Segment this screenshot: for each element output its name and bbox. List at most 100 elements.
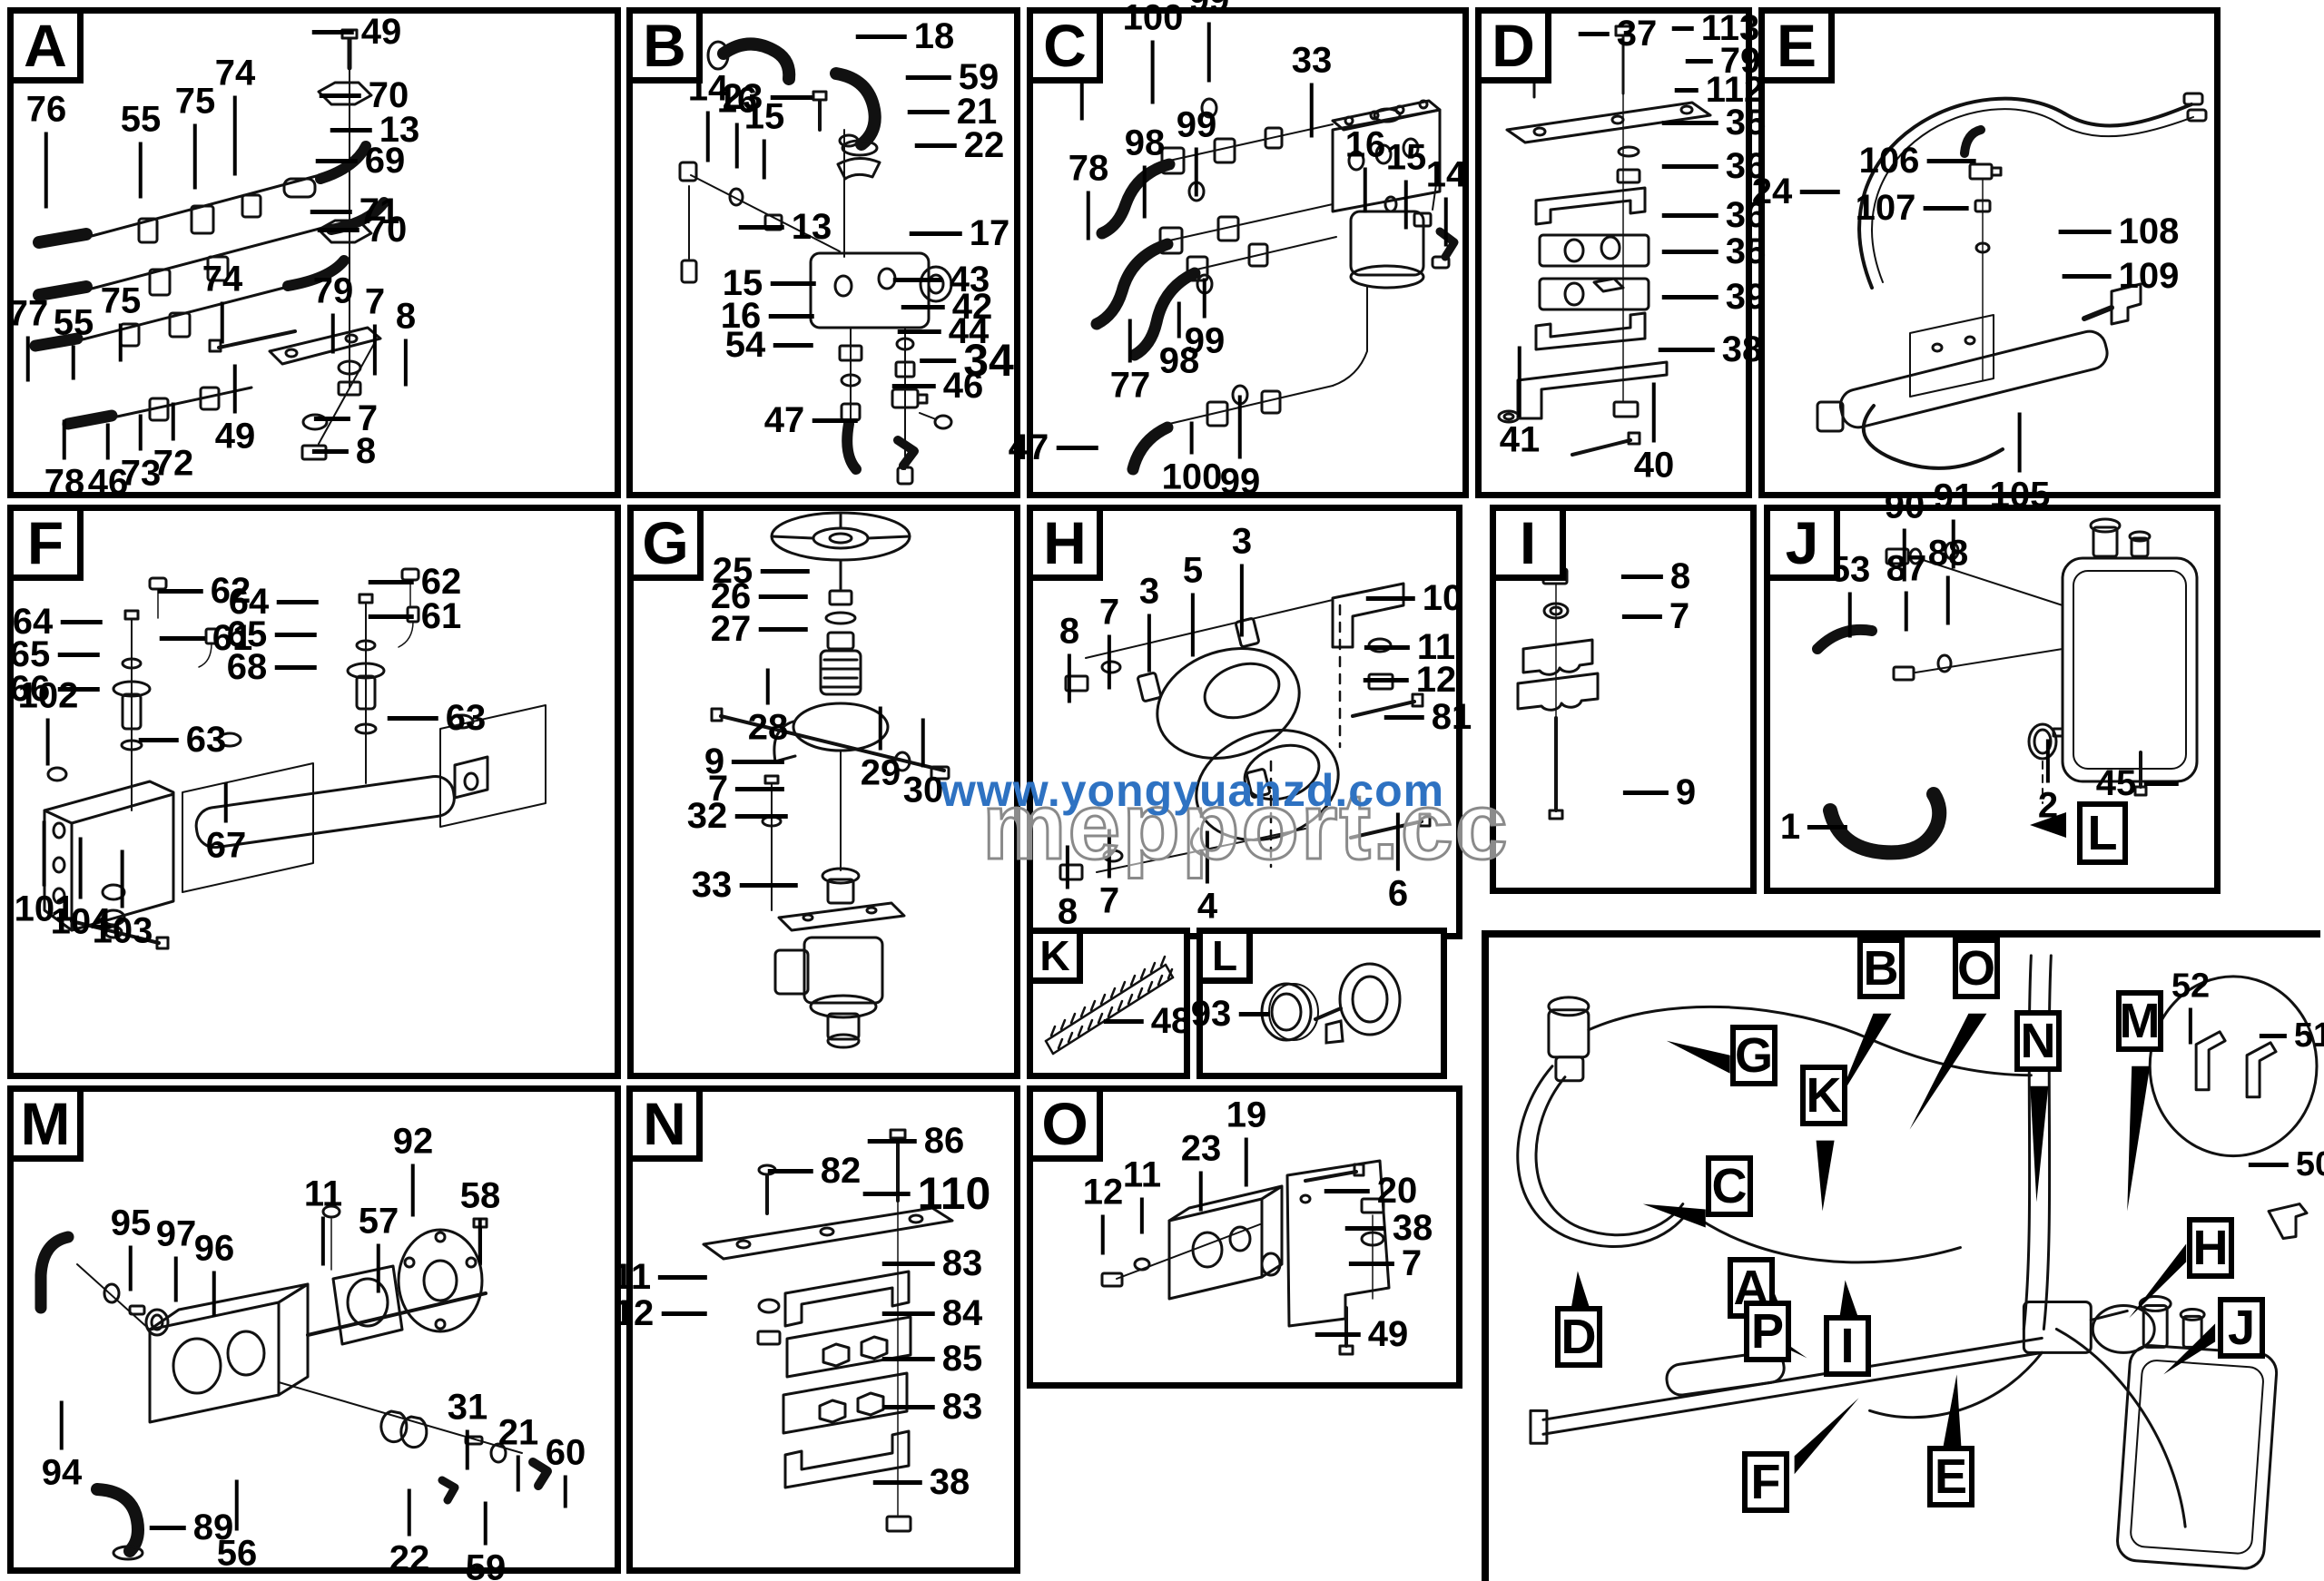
part-number: 62 — [420, 562, 462, 602]
assembly-ref-M: M — [2116, 990, 2163, 1052]
leader-line — [60, 619, 103, 624]
leader-line — [879, 706, 882, 751]
callout-85: 85 — [881, 1340, 982, 1377]
callout-47: 47 — [764, 402, 858, 438]
callout-7: 7 — [1621, 596, 1690, 636]
leader-line — [310, 209, 352, 214]
leader-line — [319, 93, 361, 98]
callout-88: 88 — [1928, 535, 1968, 625]
callout-17: 17 — [909, 215, 1009, 251]
part-number: 18 — [913, 16, 955, 56]
leader-line — [1578, 31, 1610, 36]
callout-40: 40 — [1634, 382, 1674, 484]
callout-105: 105 — [1990, 412, 2050, 514]
callout-98: 98 — [1125, 125, 1165, 219]
part-number: 23 — [1180, 1128, 1222, 1169]
panel-N-drawing — [702, 1128, 954, 1533]
part-number: 59 — [465, 1547, 507, 1581]
part-number: 103 — [92, 910, 153, 951]
callout-11: 11 — [613, 1259, 708, 1295]
callout-43: 43 — [892, 261, 990, 298]
leader-line — [315, 158, 358, 163]
leader-line — [484, 1501, 487, 1546]
panel-letter-J: J — [1764, 505, 1840, 581]
leader-line — [330, 127, 372, 133]
leader-line — [478, 1218, 482, 1264]
leader-line — [1404, 180, 1408, 230]
part-number: 15 — [743, 96, 785, 137]
leader-line — [1848, 592, 1852, 638]
leader-line — [317, 227, 359, 232]
part-number: 62 — [210, 571, 251, 611]
callout-59: 59 — [905, 59, 999, 95]
callout-74: 74 — [202, 261, 242, 344]
part-number: 101 — [14, 889, 75, 929]
callout-96: 96 — [194, 1231, 234, 1317]
leader-line — [758, 594, 808, 599]
panel-D-drawing — [1497, 25, 1712, 457]
callout-100: 100 — [1162, 421, 1222, 496]
part-number: 42 — [951, 287, 993, 327]
callout-99: 99 — [1177, 107, 1216, 197]
part-number: 34 — [963, 335, 1014, 386]
callout-16: 16 — [1345, 127, 1385, 213]
leader-line — [734, 813, 788, 819]
part-number: 12 — [1415, 660, 1457, 700]
leader-line — [1199, 1171, 1203, 1212]
leader-line — [1807, 824, 1848, 830]
callout-54: 54 — [725, 327, 813, 363]
leader-line — [172, 402, 175, 441]
part-number: 48 — [1150, 1001, 1192, 1041]
leader-line — [138, 737, 179, 742]
callout-31: 31 — [448, 1390, 487, 1470]
assembly-ref-D: D — [1555, 1306, 1602, 1368]
panel-letter-I: I — [1490, 505, 1566, 581]
part-number: 67 — [205, 825, 247, 866]
part-number: 47 — [763, 400, 805, 440]
panel-J-drawing — [1812, 517, 2199, 860]
leader-line — [1240, 564, 1244, 637]
part-number: 7 — [1669, 596, 1690, 636]
leader-line — [517, 1455, 520, 1492]
leader-line — [72, 345, 75, 380]
callout-99: 99 — [1189, 0, 1229, 83]
callout-83: 83 — [881, 1389, 982, 1425]
part-number: 72 — [153, 443, 194, 484]
part-number: 78 — [44, 462, 85, 503]
callout-56: 56 — [217, 1479, 257, 1572]
leader-line — [368, 579, 414, 584]
part-number: 21 — [497, 1412, 539, 1453]
leader-line — [862, 1191, 911, 1196]
leader-line — [1101, 1214, 1105, 1255]
leader-line — [43, 820, 46, 887]
callout-76: 76 — [26, 92, 66, 209]
part-number: 16 — [716, 80, 758, 121]
leader-line — [2259, 1033, 2287, 1038]
part-number: 108 — [2118, 211, 2180, 251]
callout-65: 65 — [10, 636, 100, 673]
callout-13: 13 — [738, 209, 832, 245]
part-number: 60 — [545, 1432, 586, 1473]
assembly-overview: BOGKNMCHADPIFEJ525150 — [1482, 930, 2324, 1581]
part-number: 106 — [1858, 141, 1920, 181]
leader-line — [311, 448, 349, 454]
leader-line — [892, 277, 942, 282]
part-number: 35 — [1725, 103, 1767, 142]
leader-line — [1620, 574, 1663, 579]
callout-108: 108 — [2058, 211, 2180, 251]
leader-line — [891, 383, 936, 388]
leader-line — [1190, 421, 1194, 455]
part-number: 7 — [364, 281, 386, 322]
part-number: 35 — [1725, 231, 1767, 271]
callout-67: 67 — [205, 782, 247, 866]
callout-3: 3 — [1232, 524, 1252, 637]
leader-line — [377, 1243, 380, 1293]
callout-9: 9 — [704, 743, 785, 780]
part-number: 11 — [1416, 627, 1456, 667]
leader-line — [1056, 445, 1098, 450]
part-number: 12 — [1082, 1172, 1124, 1213]
callout-44: 44 — [897, 313, 989, 349]
callout-102: 102 — [18, 678, 78, 766]
